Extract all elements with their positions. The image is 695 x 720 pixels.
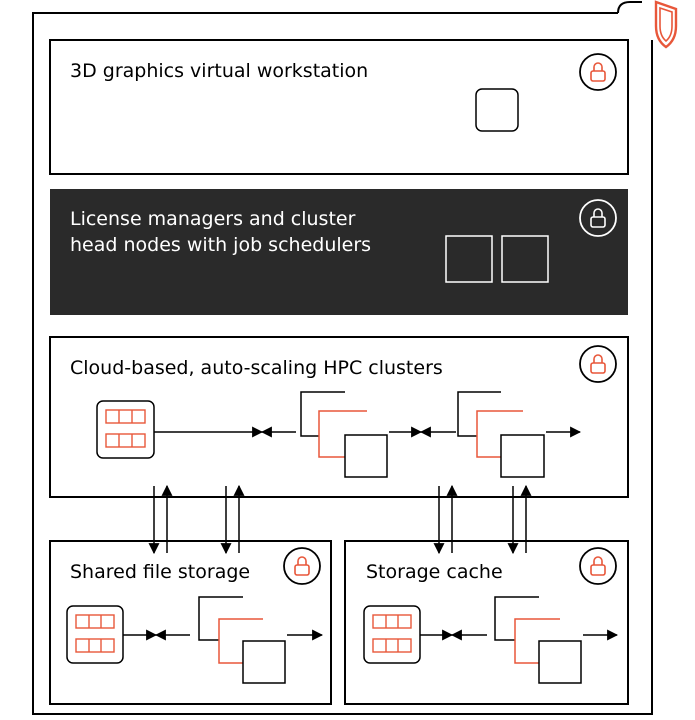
hpc-instance-stack-2 [457,391,545,478]
head-node-instance-icon [501,235,549,283]
workstation-panel [49,39,629,175]
storage-cache-queue-icon [363,605,421,664]
hpc-lock-icon [579,345,617,383]
license-label-line1: License managers and cluster [70,208,356,230]
storage-cache-instance-stack [494,596,582,684]
shield-connector [617,1,642,14]
workstation-lock-icon [579,53,617,91]
workstation-instance-icon [475,88,519,132]
shared-storage-instance-stack [198,596,286,684]
shared-storage-queue-icon [66,605,124,664]
storage-cache-lock-icon [579,547,617,585]
outer-container [32,12,653,715]
license-label-line2: head nodes with job schedulers [70,234,372,256]
shared-storage-panel [49,540,332,705]
hpc-instance-stack-1 [300,391,388,478]
license-instance-icon [445,235,493,283]
hpc-label: Cloud-based, auto-scaling HPC clusters [70,357,443,379]
shield-inner-icon [659,6,673,43]
shared-storage-label: Shared file storage [70,561,251,583]
shield-icon [654,0,678,49]
storage-cache-panel [344,540,629,705]
storage-cache-label: Storage cache [366,561,503,583]
license-panel [50,189,628,315]
shared-storage-lock-icon [283,547,321,585]
hpc-queue-icon [96,400,155,459]
workstation-label: 3D graphics virtual workstation [70,60,369,82]
license-lock-icon [579,199,617,237]
shield-badge [617,0,678,49]
